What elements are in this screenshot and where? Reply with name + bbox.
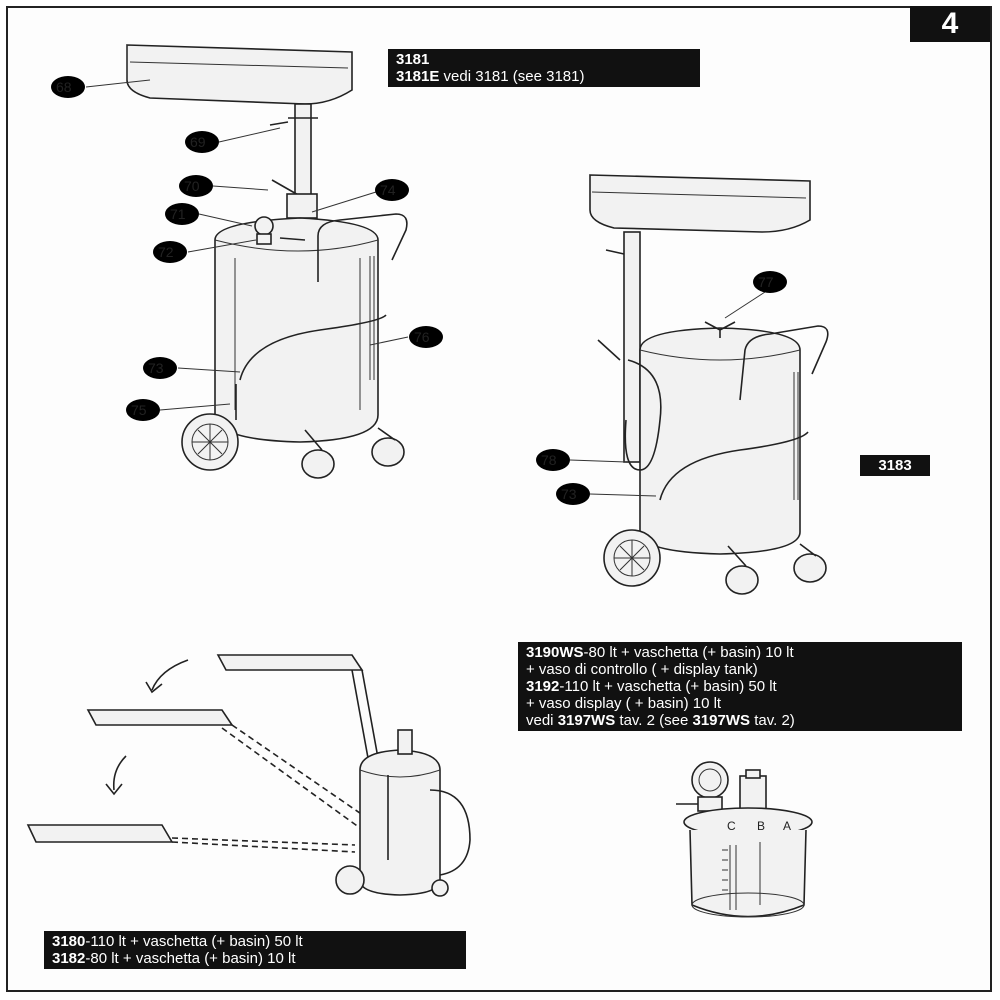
callouts-3181: 68 69 70 71 72 74 73 76 75 — [51, 76, 443, 421]
svg-text:75: 75 — [131, 402, 147, 418]
svg-text:69: 69 — [190, 134, 206, 150]
drawing-sheet — [6, 6, 992, 992]
svg-text:71: 71 — [170, 206, 186, 222]
svg-text:68: 68 — [56, 79, 72, 95]
svg-text:73: 73 — [561, 486, 577, 502]
svg-text:A: A — [783, 819, 791, 833]
unit-3183-drawing — [589, 174, 829, 595]
svg-text:78: 78 — [541, 452, 557, 468]
svg-text:73: 73 — [148, 360, 164, 376]
svg-text:77: 77 — [758, 274, 774, 290]
label-3190ws-3192: 3190WS-80 lt + vaschetta (+ basin) 10 lt… — [518, 642, 962, 731]
label-3183: 3183 — [860, 455, 930, 476]
display-tank-drawing: C B A — [676, 761, 813, 918]
svg-text:70: 70 — [184, 178, 200, 194]
svg-text:C: C — [727, 819, 736, 833]
svg-text:72: 72 — [158, 244, 174, 260]
unit-3180-drawing — [26, 654, 471, 897]
svg-text:76: 76 — [414, 329, 430, 345]
callouts-3183: 77 78 73 — [536, 271, 787, 505]
svg-text:74: 74 — [380, 182, 396, 198]
label-3181: 3181 3181E vedi 3181 (see 3181) — [388, 49, 700, 87]
label-3180-3182: 3180-110 lt + vaschetta (+ basin) 50 lt … — [44, 931, 466, 969]
svg-text:B: B — [757, 819, 765, 833]
page-number: 4 — [910, 6, 990, 42]
unit-3181-drawing — [126, 44, 408, 479]
